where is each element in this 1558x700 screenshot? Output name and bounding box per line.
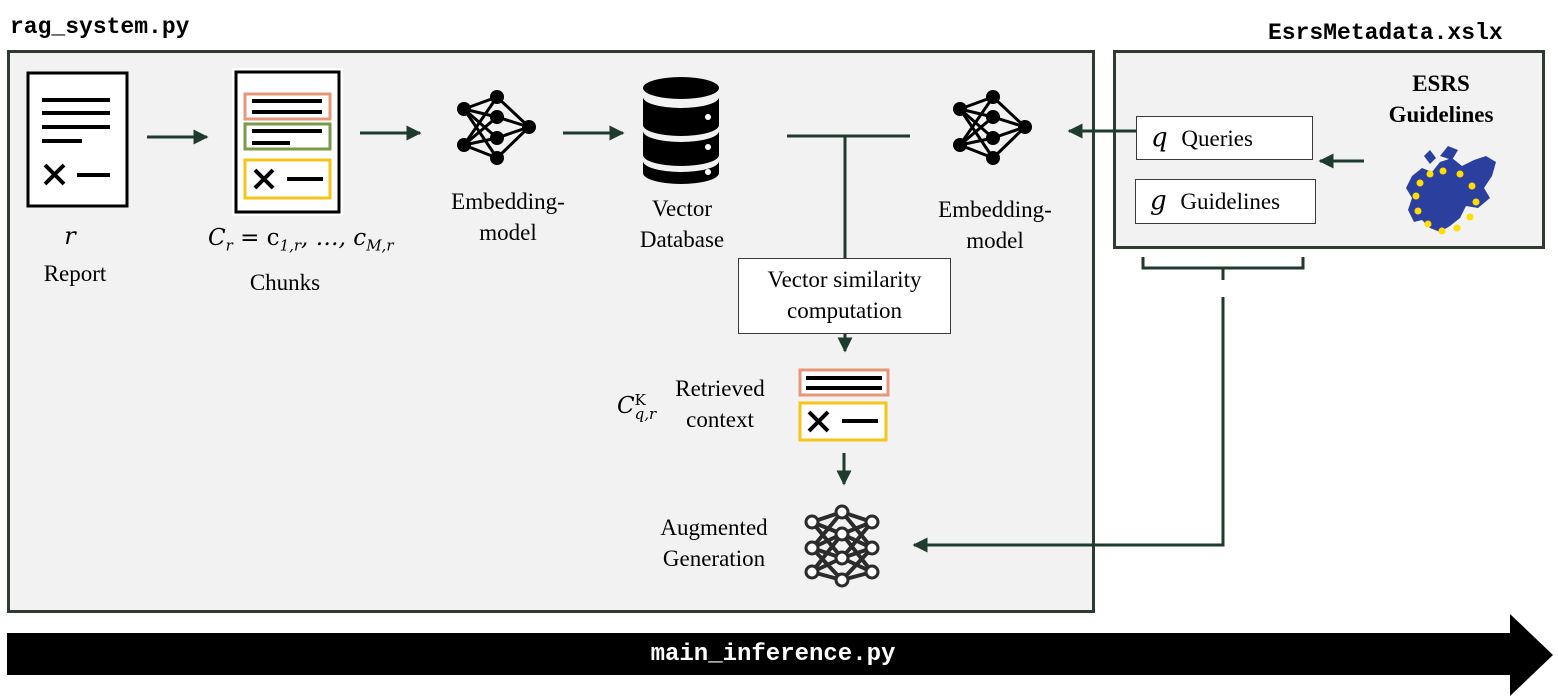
vector-similarity-box: Vector similarity computation [738, 258, 951, 334]
chunks-formula-lhs: C [208, 225, 226, 251]
chunks-document-icon [232, 68, 343, 216]
embedding-model-label-right: Embedding- model [920, 194, 1070, 256]
chunks-formula-lhs-sub: r [225, 236, 233, 255]
chunks-label: Chunks [249, 270, 321, 295]
chunks-formula-rest: = c [240, 225, 280, 251]
esrs-title-line2: Guidelines [1388, 102, 1494, 127]
vector-database-icon [643, 77, 719, 184]
retrieved-symbol-sub: q,r [634, 405, 657, 423]
embedding-left-line2: model [479, 220, 537, 245]
embedding-right-line1: Embedding- [938, 197, 1052, 222]
guidelines-box: g Guidelines [1135, 179, 1316, 224]
embedding-model-icon-left [457, 90, 536, 165]
augmented-generation-label: Augmented Generation [644, 512, 784, 574]
rag-system-filename: rag_system.py [10, 14, 190, 40]
guidelines-label: Guidelines [1180, 189, 1281, 214]
generation-line2: Generation [662, 546, 766, 571]
vector-similarity-line1: Vector similarity [767, 267, 922, 292]
report-label: Report [43, 261, 107, 286]
queries-label: Queries [1181, 126, 1253, 151]
embedding-right-line2: model [966, 228, 1024, 253]
embedding-model-icon-right [953, 90, 1032, 165]
retrieved-context-label: Retrieved context [660, 373, 780, 435]
generation-line1: Augmented [660, 515, 768, 540]
vector-database-line1: Vector [651, 196, 713, 221]
metadata-filename: EsrsMetadata.xslx [1268, 20, 1503, 46]
main-inference-arrow [7, 614, 1553, 696]
queries-symbol: q [1151, 123, 1168, 153]
vector-database-line2: Database [639, 227, 725, 252]
vector-database-label: Vector Database [612, 193, 752, 255]
queries-box: q Queries [1136, 116, 1313, 160]
retrieved-symbol-sup: K [634, 391, 646, 409]
generation-network-icon [804, 504, 880, 588]
chunks-formula-subM: M,r [366, 236, 394, 255]
esrs-guidelines-title: ESRS Guidelines [1370, 68, 1512, 130]
retrieved-line1: Retrieved [675, 376, 765, 401]
brace-queries-guidelines [1141, 257, 1305, 280]
embedding-model-label-left: Embedding- model [433, 186, 583, 248]
chunks-formula-sub1: 1,r [279, 236, 302, 255]
embedding-left-line1: Embedding- [451, 189, 565, 214]
arrow-esrs-to-generation [912, 297, 1225, 553]
chunks-formula-dots: , …, c [301, 225, 367, 251]
vector-similarity-line2: computation [787, 298, 902, 323]
main-inference-label: main_inference.py [650, 641, 896, 668]
esrs-title-line1: ESRS [1412, 71, 1470, 96]
retrieved-line2: context [686, 407, 754, 432]
report-symbol: r [64, 222, 76, 250]
retrieved-context-chunks-icon [798, 368, 890, 442]
report-document-icon [26, 71, 129, 208]
guidelines-symbol: g [1150, 186, 1167, 216]
retrieved-symbol-main: C [617, 393, 635, 419]
eu-map-icon [1406, 146, 1496, 235]
chunks-formula: Cr = c1,r, …, cM,r [208, 225, 394, 255]
